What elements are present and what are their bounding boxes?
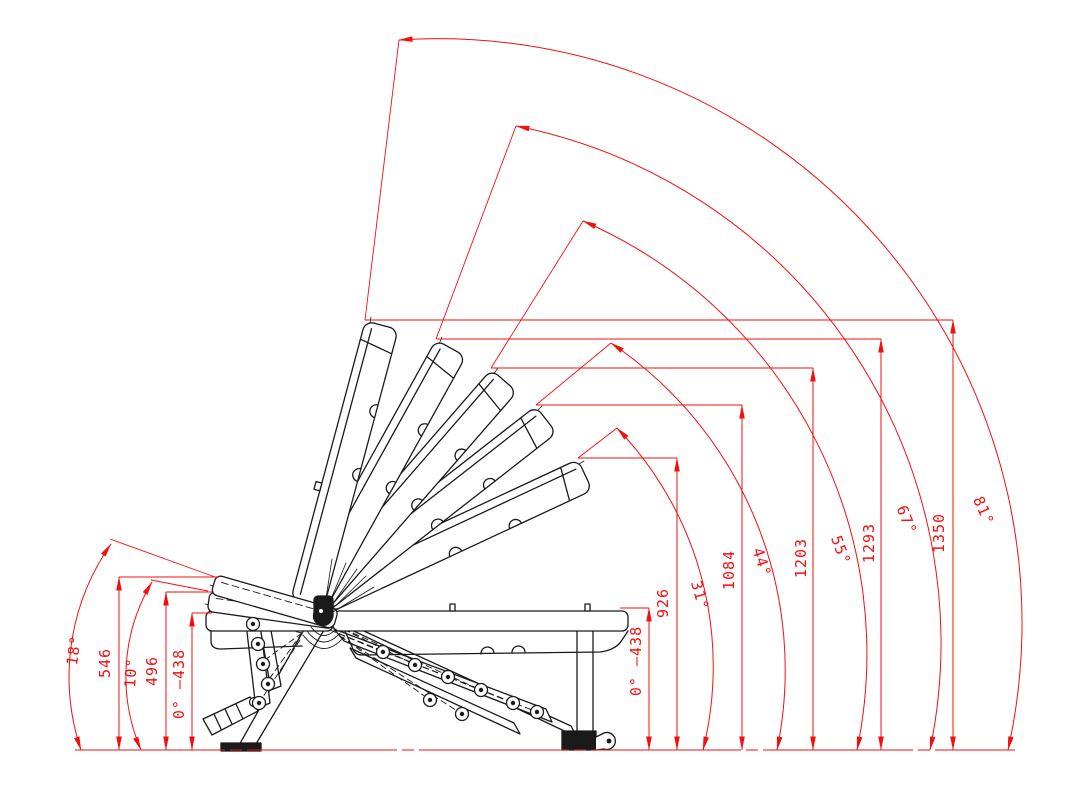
extension-lines [109, 39, 953, 614]
rear-foot-bolt [606, 738, 612, 744]
label-flat-438-right: 0° —438 [627, 626, 645, 696]
rear-post [576, 628, 594, 734]
label-angle-67: 67° [893, 503, 921, 538]
label-angle-31: 31° [687, 579, 713, 613]
label-flat-438-left: 0° —438 [170, 649, 188, 719]
rear-foot-lobe [595, 731, 617, 751]
rear-foot-pad [561, 730, 597, 751]
label-height-496: 496 [143, 656, 161, 686]
label-height-1293: 1293 [860, 523, 878, 563]
label-height-1350: 1350 [930, 513, 948, 553]
label-height-546: 546 [96, 648, 114, 678]
arc-10 [125, 581, 153, 751]
label-height-926: 926 [654, 588, 672, 618]
arc-55 [582, 220, 868, 751]
leg-roller-mount [202, 696, 259, 736]
front-foot-pad [220, 742, 262, 752]
height-dimension-lines [116, 319, 956, 751]
arc-18 [68, 543, 112, 751]
angle-dimension-arcs [68, 36, 1023, 751]
dimension-labels: 18° 546 10° 496 0° —438 0° —438 926 31° … [63, 494, 998, 720]
label-angle-81: 81° [969, 494, 998, 529]
label-height-1084: 1084 [720, 550, 738, 590]
label-angle-10: 10° [121, 657, 141, 688]
dimension-annotations: 18° 546 10° 496 0° —438 0° —438 926 31° … [63, 36, 1023, 751]
label-angle-44: 44° [749, 545, 775, 579]
label-height-1203: 1203 [792, 538, 810, 578]
label-angle-55: 55° [827, 533, 854, 567]
arc-81 [398, 36, 1023, 751]
pivot-assembly [302, 558, 375, 649]
label-angle-18: 18° [63, 634, 85, 666]
seat-pad-18 [211, 575, 338, 629]
